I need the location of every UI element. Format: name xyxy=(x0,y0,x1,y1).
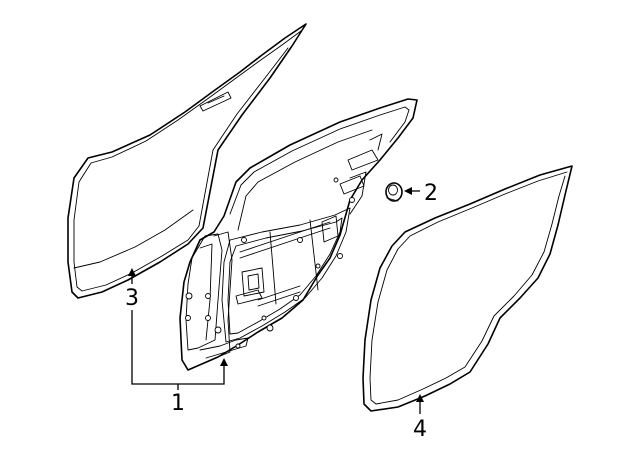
arrowhead-4-icon xyxy=(416,394,424,402)
arrowhead-1-icon xyxy=(220,358,228,366)
door-plug xyxy=(385,182,403,202)
callout-4: 4 xyxy=(413,417,427,442)
outer-door-panel xyxy=(67,23,307,299)
callout-2: 2 xyxy=(424,181,438,206)
callout-leaders xyxy=(128,187,424,414)
door-frame-assembly xyxy=(179,98,418,371)
callout-3: 3 xyxy=(125,286,139,311)
door-weatherstrip xyxy=(362,165,573,412)
arrowhead-2-icon xyxy=(404,187,412,195)
arrowhead-3-icon xyxy=(128,268,136,276)
callout-1: 1 xyxy=(171,391,185,416)
leader-1-bracket xyxy=(131,310,225,385)
